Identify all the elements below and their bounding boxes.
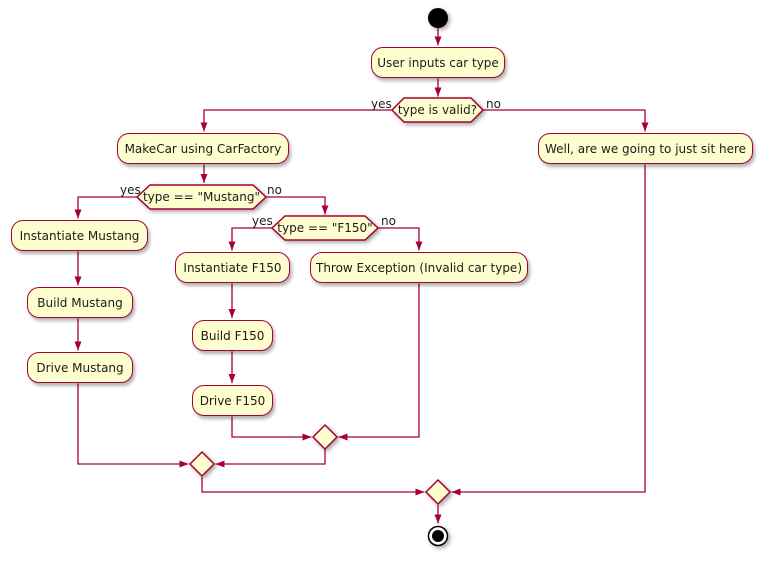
decision-type-valid xyxy=(390,97,485,123)
edge-type-valid-yes xyxy=(200,109,392,132)
decision-type-mustang xyxy=(135,184,268,210)
action-build-f150: Build F150 xyxy=(192,320,273,351)
branch-label-mustang-no: no xyxy=(267,183,282,197)
merge-diamond-final xyxy=(424,478,452,506)
end-node xyxy=(427,525,449,547)
merge-diamond-f150 xyxy=(311,423,339,451)
edge-type-valid-no xyxy=(483,109,649,132)
action-throw-exception: Throw Exception (Invalid car type) xyxy=(310,252,528,283)
edge-type-mustang-yes xyxy=(74,196,137,219)
action-sit-here: Well, are we going to just sit here xyxy=(538,133,753,164)
start-node xyxy=(428,8,448,28)
edge-type-mustang-no xyxy=(266,196,329,215)
action-instantiate-f150: Instantiate F150 xyxy=(175,252,290,283)
edge-merge1-to-merge2 xyxy=(215,449,326,468)
edge-type-f150-no xyxy=(378,227,423,251)
edge-drive-mustang-to-merge2 xyxy=(77,383,189,468)
edge-type-f150-yes xyxy=(228,227,272,251)
branch-label-mustang-yes: yes xyxy=(120,183,141,197)
branch-label-valid-no: no xyxy=(486,97,501,111)
branch-label-f150-yes: yes xyxy=(252,214,273,228)
edge-drive-f150-to-merge1 xyxy=(231,416,312,441)
branch-label-valid-yes: yes xyxy=(371,97,392,111)
action-build-mustang: Build Mustang xyxy=(27,287,133,318)
branch-label-f150-no: no xyxy=(381,214,396,228)
action-drive-mustang: Drive Mustang xyxy=(27,352,133,383)
edges xyxy=(74,28,649,524)
edge-sit-here-to-merge3 xyxy=(451,164,646,496)
action-drive-f150: Drive F150 xyxy=(192,385,273,416)
decision-type-f150 xyxy=(270,215,380,241)
action-makecar: MakeCar using CarFactory xyxy=(117,133,289,164)
edge-throw-exception-to-merge1 xyxy=(338,283,420,441)
action-instantiate-mustang: Instantiate Mustang xyxy=(11,220,148,251)
edge-merge2-to-merge3 xyxy=(201,477,425,496)
action-user-input: User inputs car type xyxy=(371,47,505,78)
merge-diamond-mustang xyxy=(188,450,216,478)
